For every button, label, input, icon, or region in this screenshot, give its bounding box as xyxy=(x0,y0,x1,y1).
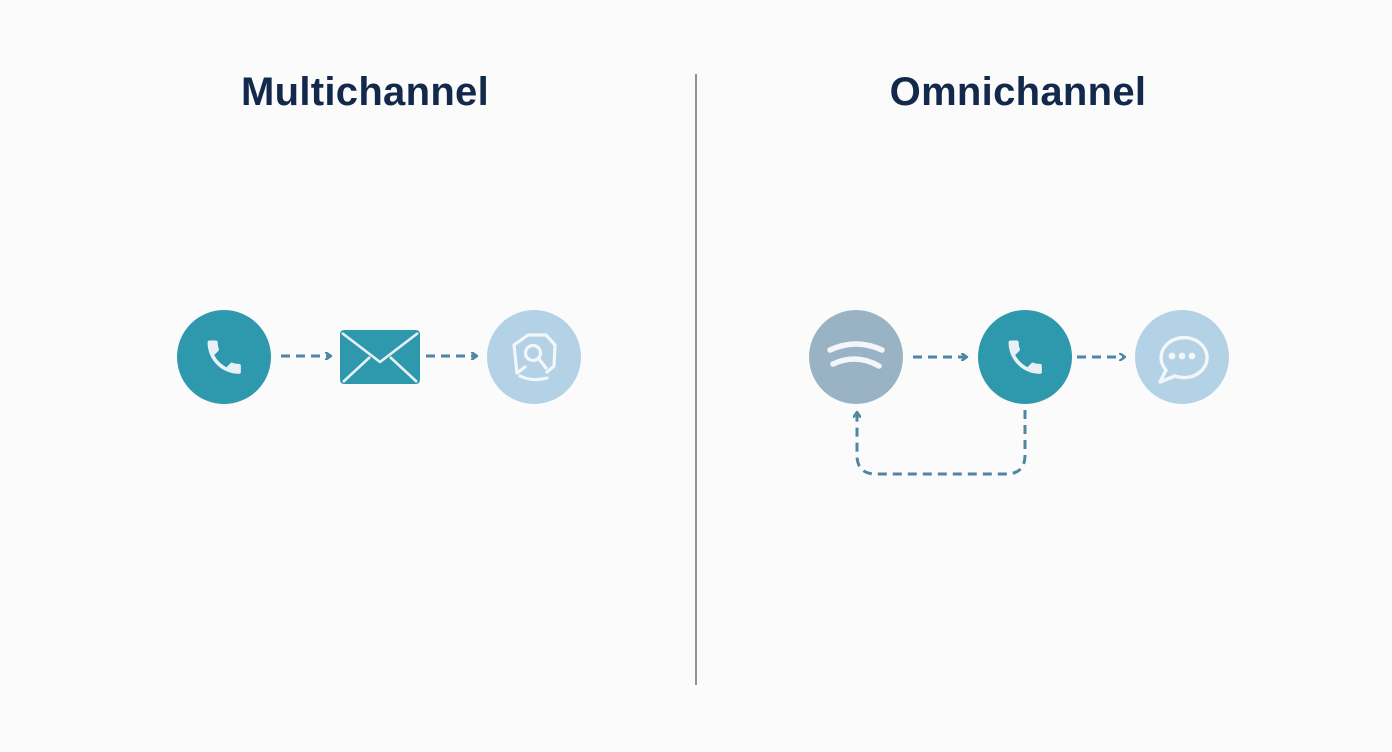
omnichannel-phone-node xyxy=(978,310,1072,404)
social-at-chat-icon xyxy=(512,333,557,382)
omnichannel-title: Omnichannel xyxy=(889,70,1147,114)
omnichannel-signal-node xyxy=(809,310,903,404)
multichannel-email-node xyxy=(340,330,420,384)
email-envelope-icon xyxy=(340,330,420,384)
divider-line xyxy=(695,74,697,685)
phone-icon xyxy=(207,340,241,374)
signal-waves-icon xyxy=(827,341,885,369)
multichannel-phone-node xyxy=(177,310,271,404)
multichannel-social-node xyxy=(487,310,581,404)
omnichannel-chat-node xyxy=(1135,310,1229,404)
phone-icon xyxy=(1008,340,1042,374)
chat-bubble-icon xyxy=(1158,335,1209,384)
return-arrow-phone-to-signal xyxy=(857,410,1027,476)
multichannel-title: Multichannel xyxy=(240,70,490,114)
